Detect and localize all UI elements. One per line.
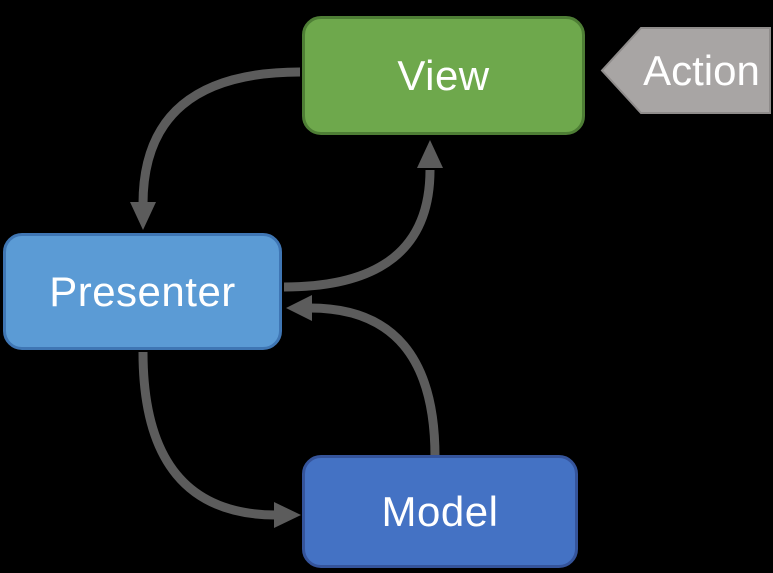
arrow-presenter-to-view (283, 169, 435, 292)
node-presenter: Presenter (3, 233, 282, 350)
arrow-view-to-presenter (138, 67, 301, 205)
node-action-label: Action (643, 46, 760, 94)
arrowhead-view-to-presenter-icon (130, 202, 156, 230)
node-view-label: View (397, 51, 490, 99)
arrowhead-presenter-to-view-icon (417, 140, 443, 168)
arrowhead-model-to-presenter-icon (286, 295, 312, 321)
node-model: Model (302, 455, 578, 568)
node-presenter-label: Presenter (49, 267, 236, 315)
action-block-arrow-icon (600, 27, 771, 114)
node-action: Action (630, 28, 773, 113)
node-view: View (302, 16, 585, 135)
arrowhead-presenter-to-model-icon (274, 502, 301, 528)
node-model-label: Model (381, 487, 499, 535)
arrow-presenter-to-model (138, 351, 277, 520)
arrow-model-to-presenter (309, 303, 440, 458)
